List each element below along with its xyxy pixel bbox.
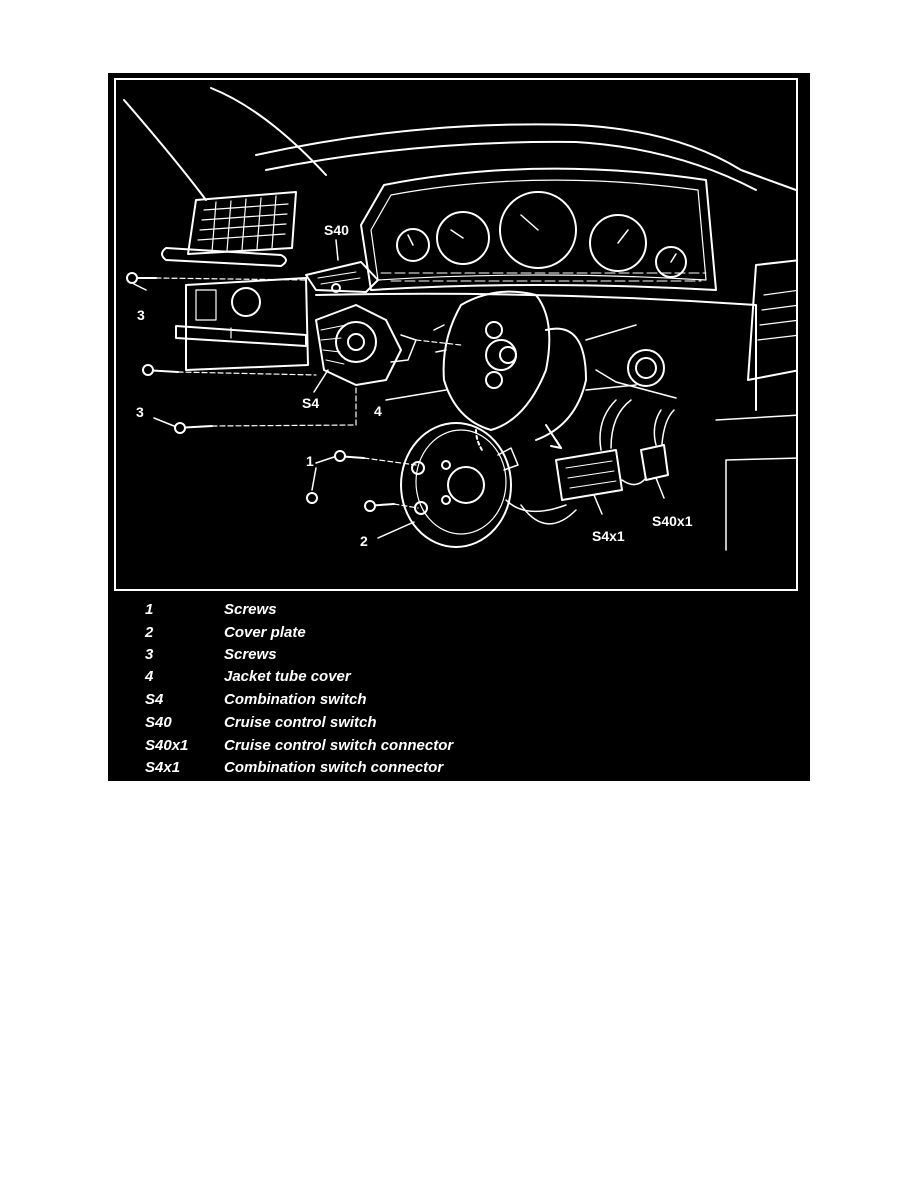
legend-code: S4: [145, 691, 164, 708]
jacket-tube-cover: [442, 290, 551, 431]
callout-s40: S40: [324, 222, 349, 238]
dash-top-line: [123, 99, 207, 201]
left-air-vent: [187, 191, 297, 255]
legend-row: S40x1 Cruise control switch connector: [108, 735, 810, 757]
exploded-view-diagram: S40 3 3 S4 4 1 2 S4x1 S40x1: [114, 78, 798, 591]
legend-code: 3: [145, 646, 154, 663]
legend-code: 2: [145, 624, 154, 641]
callout-3-bottom: 3: [136, 404, 144, 420]
legend-row: 4 Jacket tube cover: [108, 666, 810, 688]
legend-code: S4x1: [145, 759, 181, 776]
legend-row: S4x1 Combination switch connector: [108, 757, 810, 779]
legend-description: Cruise control switch connector: [224, 737, 454, 754]
combination-switch: [315, 304, 402, 386]
legend-description: Jacket tube cover: [224, 668, 351, 685]
callout-s4: S4: [302, 395, 319, 411]
legend-description: Screws: [224, 601, 277, 618]
gauge-5: [655, 246, 687, 278]
callout-s4x1: S4x1: [592, 528, 625, 544]
gauge-4: [589, 214, 647, 272]
legend-code: 4: [145, 668, 154, 685]
s40x1-connector: [640, 444, 669, 481]
legend-code: 1: [145, 601, 154, 618]
callout-1: 1: [306, 453, 314, 469]
legend-description: Combination switch: [224, 691, 367, 708]
callout-4: 4: [374, 403, 382, 419]
ignition-lock: [627, 349, 665, 387]
upper-stalk-lever: [161, 247, 287, 267]
legend-description: Screws: [224, 646, 277, 663]
right-air-vent: [747, 259, 796, 381]
callout-3-top: 3: [137, 307, 145, 323]
cover-plate: [400, 422, 512, 548]
gauge-1: [396, 228, 430, 262]
dashboard-illustration: S40 3 3 S4 4 1 2 S4x1 S40x1: [123, 87, 796, 551]
legend-row: 3 Screws: [108, 644, 810, 666]
dash-lower-edge: [315, 292, 757, 411]
legend-row: S4 Combination switch: [108, 689, 810, 711]
legend-description: Cover plate: [224, 624, 306, 641]
dash-contour-2: [265, 140, 757, 191]
legend-description: Combination switch connector: [224, 759, 444, 776]
legend-code: S40x1: [145, 737, 189, 754]
figure: S40 3 3 S4 4 1 2 S4x1 S40x1 1 Screws 2 C…: [108, 73, 810, 781]
speedometer: [499, 191, 577, 269]
cruise-control-switch: [305, 261, 379, 293]
dash-contour: [255, 123, 796, 191]
legend-code: S40: [145, 714, 172, 731]
light-switch-panel: [185, 277, 309, 371]
legend-row: 2 Cover plate: [108, 622, 810, 644]
legend-row: 1 Screws: [108, 599, 810, 621]
legend-row: S40 Cruise control switch: [108, 712, 810, 734]
s4x1-connector: [555, 449, 623, 501]
callout-2: 2: [360, 533, 368, 549]
instrument-cluster: [360, 167, 717, 291]
lower-stalk-lever: [175, 325, 307, 347]
gauge-2: [436, 211, 490, 265]
legend-description: Cruise control switch: [224, 714, 377, 731]
callout-s40x1: S40x1: [652, 513, 693, 529]
